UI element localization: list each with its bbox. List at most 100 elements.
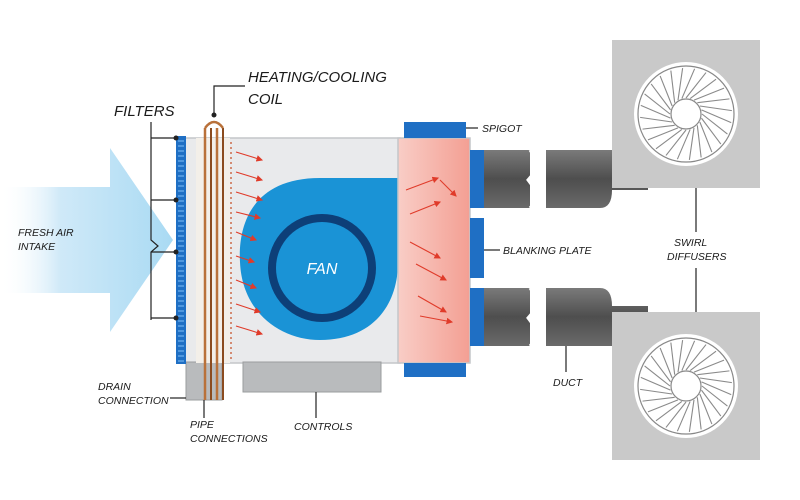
airflow-arrow xyxy=(235,303,262,314)
blanking-plate-label: BLANKING PLATE xyxy=(503,245,592,257)
filter-mesh-dot xyxy=(178,325,184,327)
spigot-bottom xyxy=(404,363,466,377)
filter-mesh-dot xyxy=(178,350,184,352)
filters xyxy=(176,136,186,364)
filter-mesh-dot xyxy=(178,150,184,152)
spigot-label: SPIGOT xyxy=(482,123,523,135)
diffuser-blade xyxy=(701,117,722,145)
diffuser-blade xyxy=(676,129,691,160)
fresh-air-label-line1: FRESH AIR xyxy=(18,227,74,239)
fan-label: FAN xyxy=(307,261,338,278)
drain-label-line1: DRAIN xyxy=(98,381,131,393)
filter-mesh-dot xyxy=(178,180,184,182)
diffuser-blade xyxy=(681,68,696,99)
diffuser-blade xyxy=(693,87,725,101)
filter-mesh-dot xyxy=(178,305,184,307)
diffuser-blade xyxy=(640,376,671,391)
filter-mesh-dot xyxy=(178,260,184,262)
diffuser-blade xyxy=(701,381,732,396)
filter-mesh-dot xyxy=(178,155,184,157)
diffuser-blade xyxy=(699,377,732,384)
drain-label-line2: CONNECTION xyxy=(98,395,169,407)
fresh-air-label-line2: INTAKE xyxy=(18,241,56,253)
coil-label-line1: HEATING/COOLING xyxy=(248,69,387,86)
filter-mesh-dot xyxy=(178,285,184,287)
spigot xyxy=(404,122,466,138)
diffuser-blade xyxy=(640,388,673,395)
pipe-label-line1: PIPE xyxy=(190,419,215,431)
airflow-arrow xyxy=(417,295,447,313)
diffuser-blade xyxy=(699,105,732,112)
airflow-arrow xyxy=(415,263,447,281)
diffuser-blade xyxy=(642,124,675,130)
diffuser-blade xyxy=(688,399,695,432)
diffuser-blade xyxy=(696,125,702,158)
pipe-label-line2: CONNECTIONS xyxy=(190,433,268,445)
filter-mesh-dot xyxy=(178,165,184,167)
filter-mesh-dot xyxy=(178,190,184,192)
diffuser-blade xyxy=(697,98,730,104)
diffuser-blade xyxy=(655,129,683,150)
airflow-arrow xyxy=(235,191,264,202)
airflow-arrow xyxy=(235,255,256,264)
airflow-arrow xyxy=(235,231,258,242)
filter-mesh-dot xyxy=(178,215,184,217)
diffuser-blade xyxy=(659,75,673,107)
fresh-air-arrow xyxy=(0,148,173,332)
filter-mesh-dot xyxy=(178,295,184,297)
diffuser-blade xyxy=(640,116,673,123)
diffuser-blade xyxy=(701,389,722,417)
airflow-arrow xyxy=(439,179,457,197)
filter-mesh-dot xyxy=(178,210,184,212)
filter-mesh-dot xyxy=(178,320,184,322)
diffuser-blade xyxy=(697,370,730,376)
diffuser-blade xyxy=(677,340,684,373)
diffuser-blade xyxy=(665,401,687,428)
diffuser-blade xyxy=(685,344,707,371)
diffuser-blade xyxy=(650,83,671,111)
lower-swirl-diffuser xyxy=(634,334,738,438)
filter-mesh-dot xyxy=(178,225,184,227)
filter-mesh-dot xyxy=(178,200,184,202)
airflow-arrow xyxy=(235,211,262,220)
coil-leader xyxy=(211,85,245,118)
filter-mesh-dot xyxy=(178,235,184,237)
filter-mesh-dot xyxy=(178,175,184,177)
filter-mesh-dot xyxy=(178,335,184,337)
diffuser-rim xyxy=(637,65,735,163)
airflow-arrow xyxy=(235,171,264,182)
airflow-arrow xyxy=(235,325,264,336)
diffuser-blade xyxy=(647,127,679,141)
diffuser-blade xyxy=(701,113,728,135)
airflow-arrow xyxy=(409,200,442,215)
duct-label: DUCT xyxy=(553,377,584,389)
diffuser-blade xyxy=(685,72,707,99)
airflow-arrow xyxy=(409,241,441,259)
filter-mesh-dot xyxy=(178,240,184,242)
filter-mesh-dot xyxy=(178,315,184,317)
diffuser-blade xyxy=(689,78,717,99)
diffuser-rim xyxy=(637,337,735,435)
diffuser-blade xyxy=(659,347,673,379)
diffuser-blade xyxy=(688,127,695,160)
filter-mesh-dot xyxy=(178,275,184,277)
filter-mesh-dot xyxy=(178,330,184,332)
filter-mesh-dot xyxy=(178,140,184,142)
diffuser-blade xyxy=(644,93,671,115)
fan: FAN xyxy=(239,178,400,340)
filter-mesh-dot xyxy=(178,290,184,292)
heating-cooling-coil xyxy=(196,120,232,400)
diffuser-blade xyxy=(696,397,702,430)
filter-mesh-dot xyxy=(178,250,184,252)
diffuser-blade xyxy=(699,121,713,153)
filter-mesh-dot xyxy=(178,185,184,187)
diffuser-blade xyxy=(689,350,717,371)
diffuser-blade xyxy=(676,401,691,432)
diffuser-blade xyxy=(677,68,684,101)
diffuser-blade xyxy=(670,70,676,103)
upper-outlet-collar xyxy=(470,150,484,208)
diffuser-blade xyxy=(644,365,671,387)
filter-mesh-dot xyxy=(178,220,184,222)
diffuser-blade xyxy=(701,385,728,407)
filter-mesh-dot xyxy=(178,340,184,342)
